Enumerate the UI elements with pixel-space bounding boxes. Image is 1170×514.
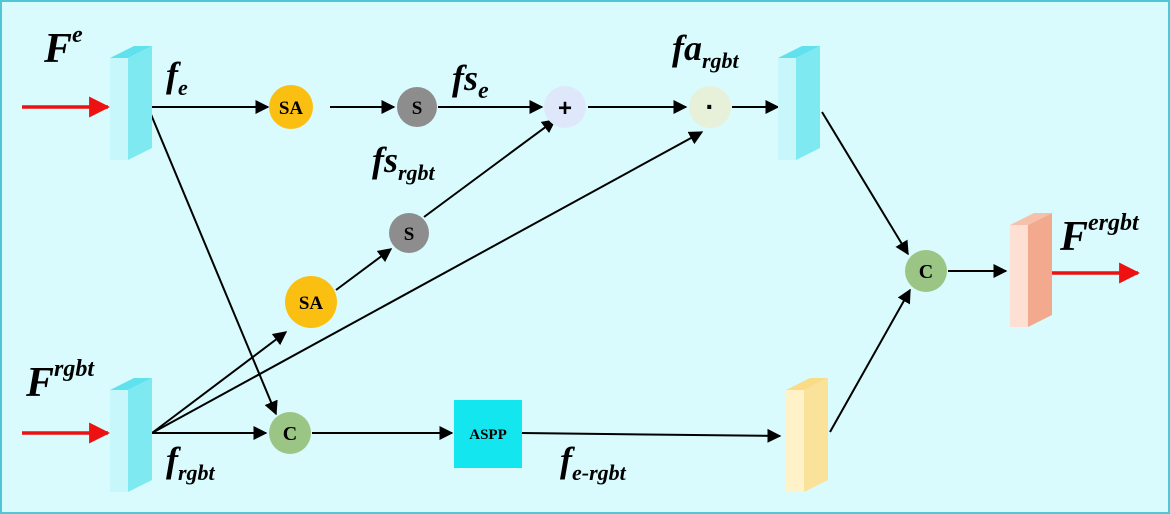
s-node-mid: S [389, 213, 429, 253]
label-F-e: Fe [43, 22, 83, 72]
feature-map-fe [110, 46, 152, 160]
arrow-fa-to-concat [821, 111, 909, 256]
label-f-rgbt: frgbt [166, 440, 216, 485]
arrow-sa-to-s-mid [335, 248, 393, 291]
sa-node-bottom-label: SA [299, 293, 324, 314]
label-fs-e: fse [452, 58, 489, 104]
label-fa-rgbt: fargbt [672, 28, 740, 73]
arrow-fe-to-concat [149, 111, 278, 416]
label-f-e: fe [166, 55, 188, 100]
label-fs-rgbt: fsrgbt [372, 140, 436, 185]
label-F-rgbt: Frgbt [25, 356, 95, 406]
label-F-ergbt: Fergbt [1059, 210, 1140, 260]
connection-arrows [149, 100, 1008, 443]
arrow-frgbt-to-sa [151, 331, 288, 434]
dot-node: · [689, 86, 731, 128]
arrow-frgbt-to-dot [151, 131, 704, 434]
sa-node-top: SA [269, 85, 313, 129]
plus-node: + [544, 86, 586, 128]
arrow-feat-to-concat [829, 288, 911, 433]
feature-map-fergbt [1010, 213, 1052, 327]
plus-node-label: + [558, 95, 572, 122]
concat-node-bottom: C [269, 412, 311, 454]
sa-node-top-label: SA [279, 98, 304, 119]
concat-node-right: C [905, 250, 947, 292]
aspp-block: ASPP [454, 400, 522, 468]
feature-map-fe-rgbt [786, 378, 828, 492]
s-node-mid-label: S [404, 224, 415, 245]
feature-map-frgbt [110, 378, 152, 492]
s-node-top: S [397, 87, 437, 127]
arrow-s-mid-to-plus [423, 119, 557, 218]
label-f-e-rgbt: fe-rgbt [560, 440, 627, 485]
dot-node-label: · [705, 91, 714, 122]
concat-node-right-label: C [919, 261, 933, 283]
io-arrows [22, 96, 1141, 444]
feature-map-fa-rgbt [778, 46, 820, 160]
s-node-top-label: S [412, 98, 423, 119]
sa-node-bottom: SA [285, 276, 337, 328]
aspp-label: ASPP [469, 427, 507, 443]
arrow-aspp-to-feat [521, 428, 782, 443]
concat-node-bottom-label: C [283, 423, 297, 445]
